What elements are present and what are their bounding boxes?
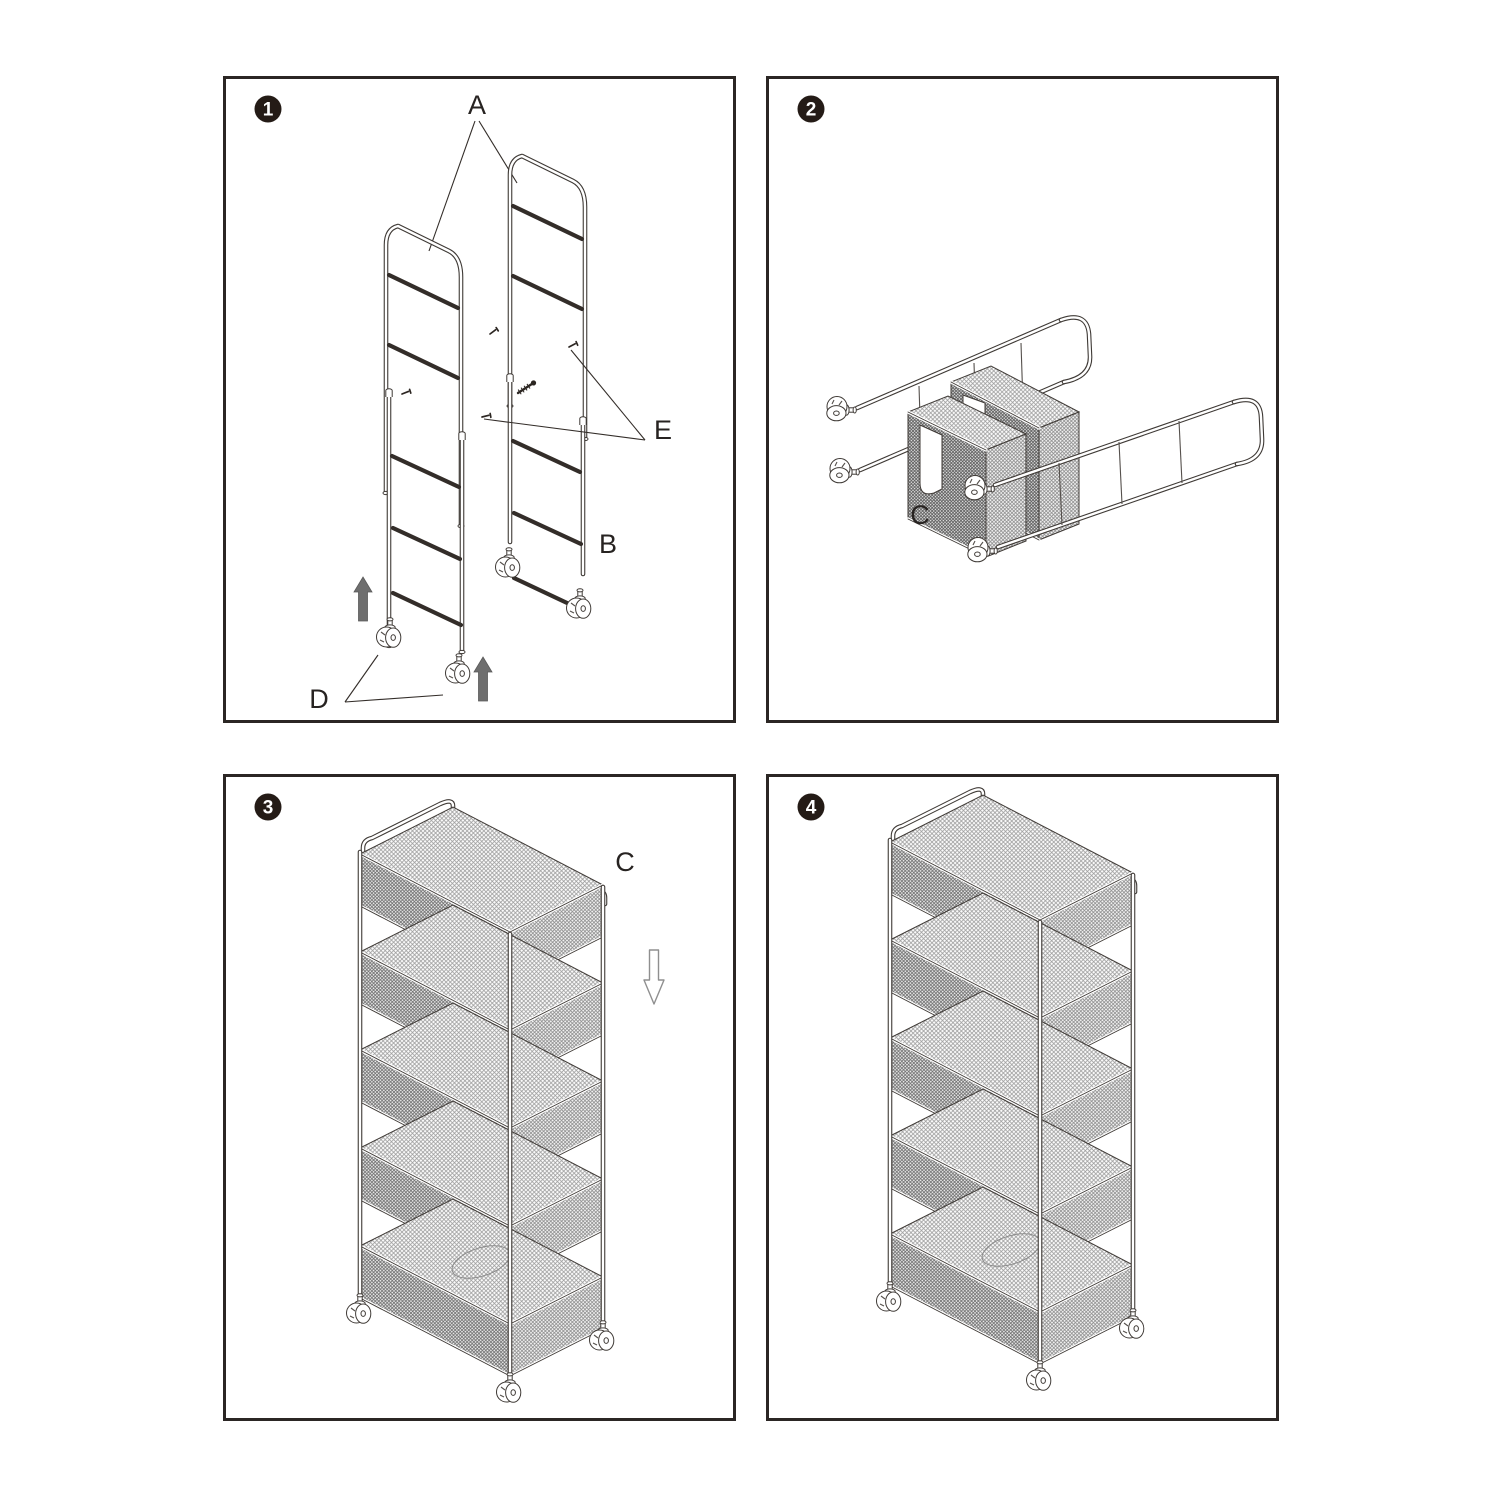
part-label-D: D (309, 684, 329, 714)
panel-step-1: 1 A (223, 76, 736, 723)
up-arrow-icon (353, 576, 373, 622)
step-badge: 1 (254, 95, 282, 123)
caster-icon (375, 617, 402, 648)
part-label-A: A (468, 90, 486, 120)
diagram-step-3: 3 C (254, 793, 665, 1418)
leader-line (344, 694, 444, 703)
step-number: 3 (263, 798, 274, 819)
diagram-step-1: 1 A (254, 90, 672, 714)
part-label-B: B (599, 529, 617, 559)
step-badge: 2 (797, 95, 825, 123)
leader-line (428, 120, 476, 252)
assembled-cart (877, 789, 1144, 1390)
caster-icon (829, 457, 860, 484)
screw-icon (516, 380, 537, 395)
assembled-cart (347, 801, 614, 1402)
screw-icon (401, 388, 412, 395)
step-badge: 3 (254, 793, 282, 821)
badge-circle (254, 793, 282, 821)
frame-lying-near (964, 397, 1265, 563)
step-number: 1 (263, 100, 274, 121)
step-badge: 4 (797, 793, 825, 821)
diagram-step-4: 4 (797, 777, 1276, 1418)
badge-circle (797, 95, 825, 123)
part-label-E: E (654, 415, 672, 445)
diagram-step-2: 2 (797, 95, 1265, 563)
caster-icon (565, 588, 592, 619)
leader-line (344, 654, 379, 703)
frame-upper-right (506, 153, 589, 442)
up-arrow-icon (473, 656, 493, 702)
part-label-C: C (910, 500, 930, 530)
frame-lower-left (385, 388, 466, 655)
panel-step-3: 3 C (223, 774, 736, 1421)
part-label-C: C (615, 847, 635, 877)
screw-icon (487, 326, 500, 335)
caster-icon (494, 547, 521, 578)
screw-icon (481, 411, 493, 420)
basket-rim-channel (919, 424, 943, 495)
panel-step-2: 2 (766, 76, 1279, 723)
panel-step-4: 4 (766, 774, 1279, 1421)
badge-circle (797, 793, 825, 821)
step-number: 4 (806, 798, 817, 819)
leader-line (570, 349, 646, 441)
caster-icon (444, 653, 471, 684)
badge-circle (254, 95, 282, 123)
down-arrow-icon (643, 949, 665, 1005)
frame-upper-left (382, 223, 465, 529)
screw-icon (567, 340, 579, 348)
step-number: 2 (806, 100, 817, 121)
frame-lower-right (494, 373, 592, 619)
leader-line (483, 418, 646, 441)
caster-icon (826, 395, 857, 422)
